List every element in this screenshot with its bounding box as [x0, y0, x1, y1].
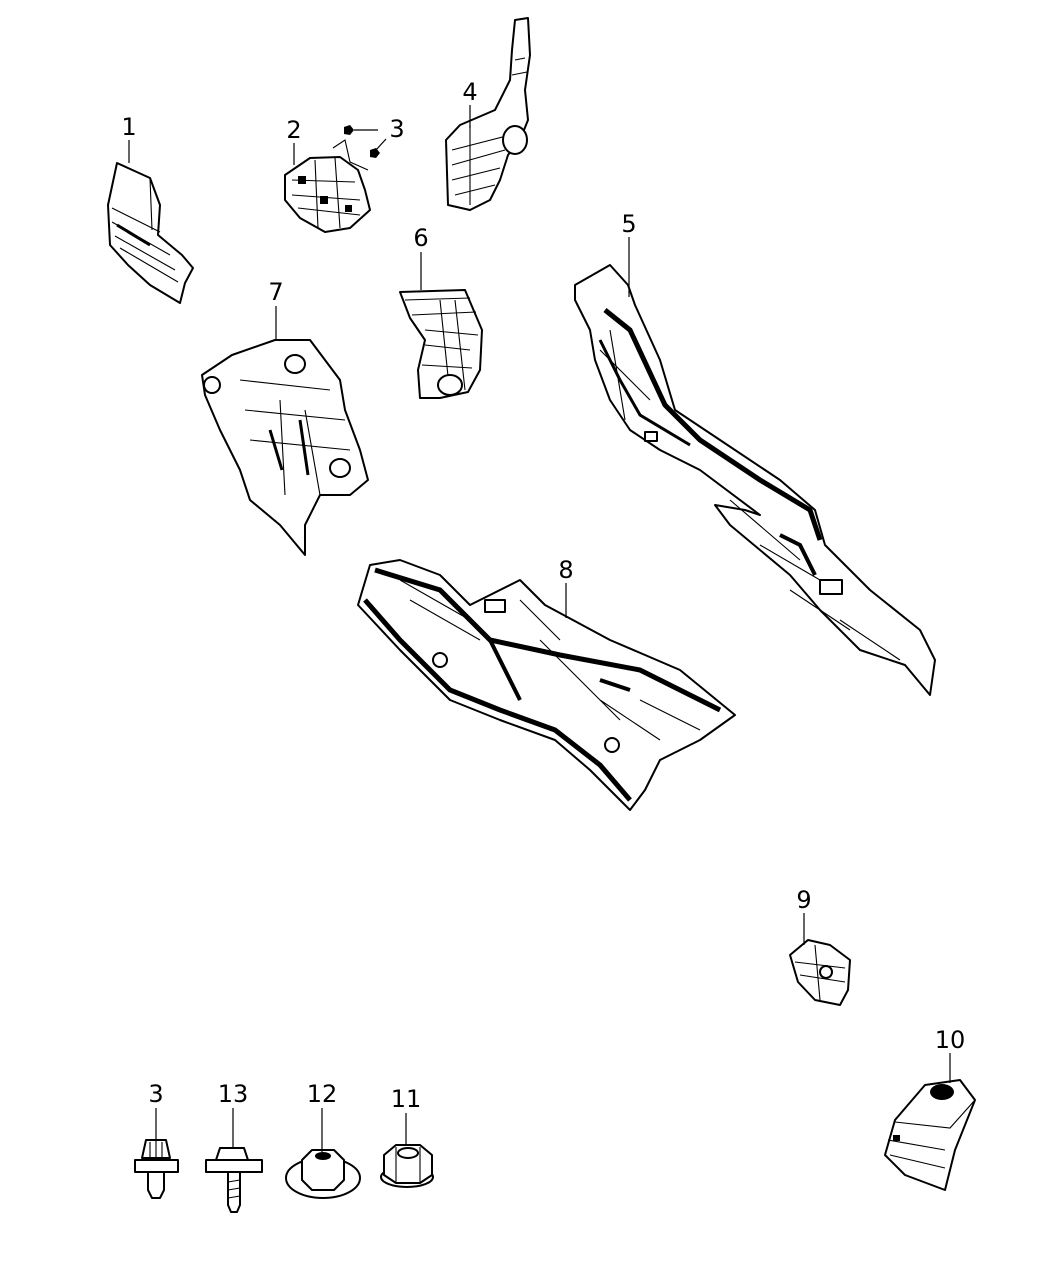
- part-10-cover: [884, 1079, 976, 1191]
- callout-1: 1: [121, 113, 136, 141]
- callout-7: 7: [268, 278, 283, 306]
- part-9-bracket: [789, 939, 851, 1006]
- callout-5: 5: [621, 210, 636, 238]
- callout-10: 10: [935, 1026, 966, 1054]
- callout-3-bottom: 3: [148, 1080, 163, 1108]
- callout-8: 8: [558, 556, 573, 584]
- part-3-bolt: [134, 1139, 179, 1199]
- part-6-heat-shield: [399, 289, 483, 399]
- callout-11: 11: [391, 1085, 422, 1113]
- leader-3a-b: [375, 138, 387, 151]
- callout-2: 2: [286, 116, 301, 144]
- part-11-flange-nut: [380, 1144, 434, 1188]
- part-3-fasteners-top: [344, 125, 380, 158]
- part-2-bracket: [284, 139, 371, 233]
- callout-9: 9: [796, 886, 811, 914]
- part-4-heat-shield: [445, 17, 531, 211]
- part-5-tunnel-shield: [574, 264, 936, 696]
- callout-6: 6: [413, 224, 428, 252]
- part-12-flange-nut: [285, 1149, 361, 1199]
- callout-13: 13: [218, 1080, 249, 1108]
- part-13-bolt: [205, 1147, 263, 1213]
- part-1-heat-shield: [107, 162, 194, 304]
- part-8-floor-shield: [357, 559, 736, 811]
- callout-3-top: 3: [389, 115, 404, 143]
- callout-4: 4: [462, 78, 477, 106]
- callout-12: 12: [307, 1080, 338, 1108]
- part-7-heat-shield: [201, 339, 369, 556]
